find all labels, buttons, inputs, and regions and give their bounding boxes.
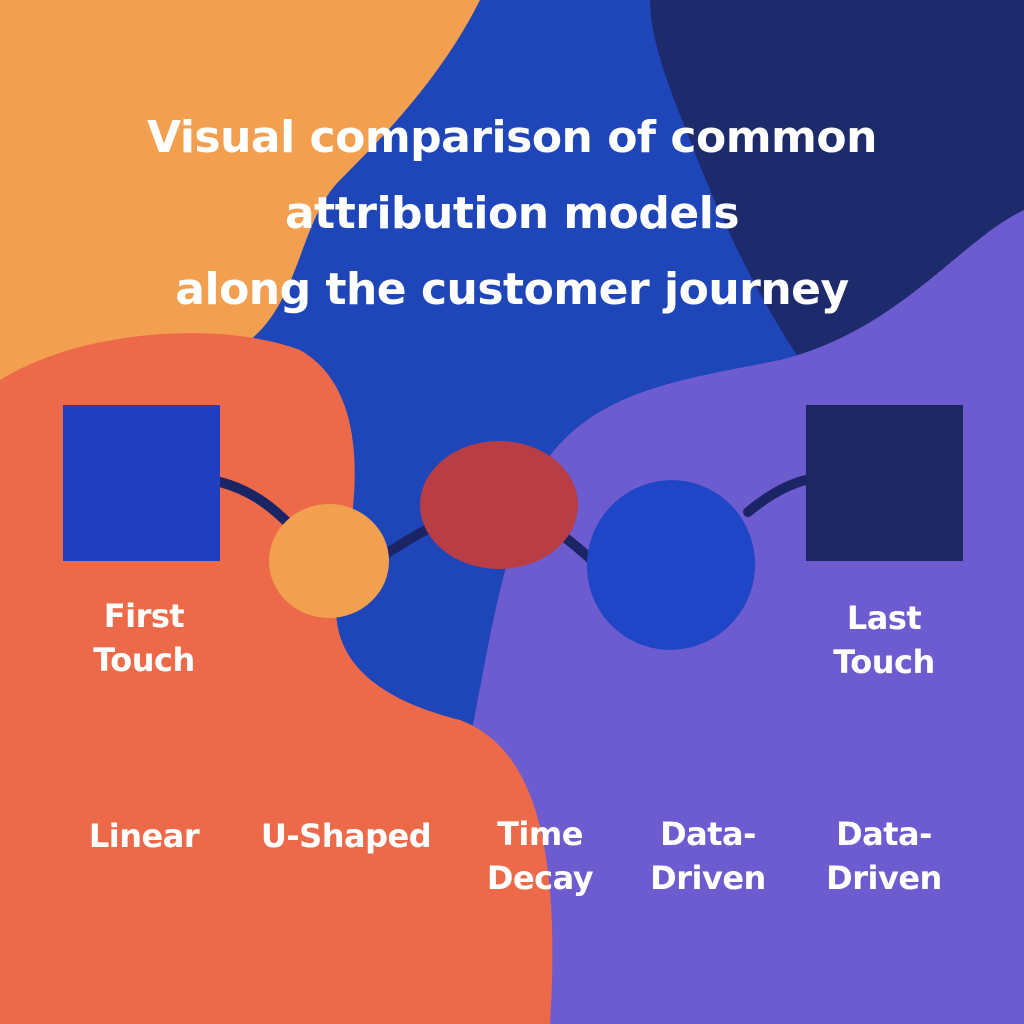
first-touch-label: First Touch — [93, 597, 195, 679]
first-touch-node — [63, 405, 220, 561]
last-touch-label: Last Touch — [833, 599, 935, 681]
connector-first-to-orange — [215, 477, 295, 530]
model-label-time-decay: Time Decay — [486, 815, 594, 897]
orange-touchpoint-node — [269, 504, 389, 618]
connector-blue-to-last — [743, 475, 811, 517]
model-label-u-shaped: U-Shaped — [260, 817, 432, 855]
model-label-linear: Linear — [88, 817, 200, 855]
last-touch-node — [806, 405, 963, 561]
model-label-data-driven-2: Data- Driven — [826, 815, 942, 897]
diagram-title: Visual comparison of common attribution … — [62, 100, 962, 328]
model-label-data-driven-1: Data- Driven — [650, 815, 766, 897]
blue-touchpoint-node — [586, 480, 756, 650]
background-orange-blob — [0, 0, 480, 380]
title-line-1: Visual comparison of common — [147, 112, 877, 163]
red-touchpoint-node — [420, 441, 578, 569]
title-line-2: attribution models — [284, 188, 740, 239]
title-line-3: along the customer journey — [175, 264, 849, 315]
